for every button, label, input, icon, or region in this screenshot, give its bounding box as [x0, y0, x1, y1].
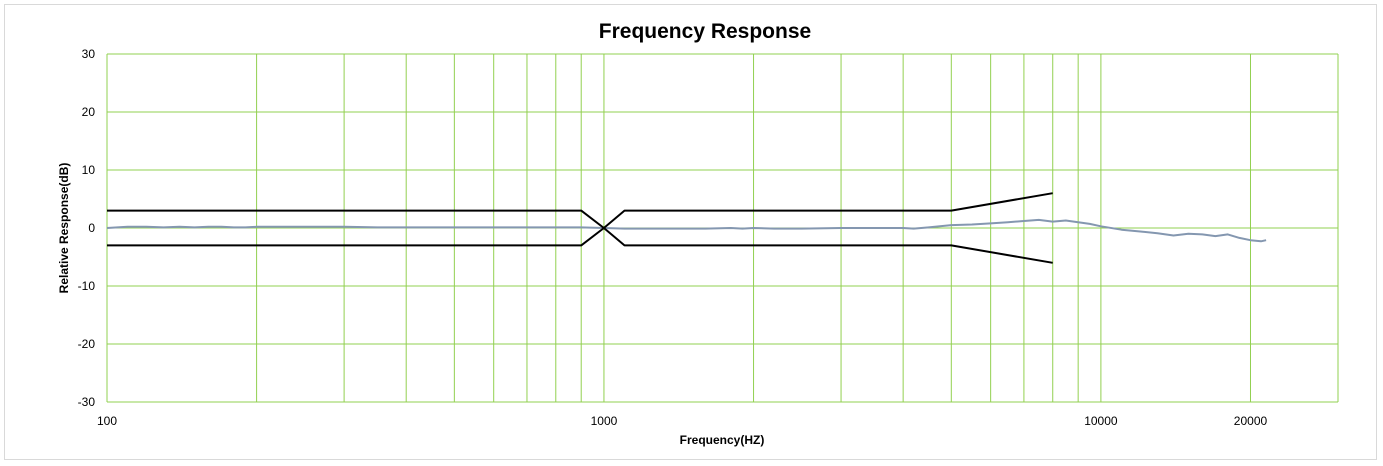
y-tick-label: 10 [82, 163, 96, 177]
y-tick-label: 0 [88, 221, 95, 235]
x-tick-label: 1000 [591, 414, 618, 428]
x-tick-labels: 100 1000 10000 20000 [97, 414, 1268, 428]
y-tick-label: -20 [78, 337, 96, 351]
y-tick-label: -10 [78, 279, 96, 293]
response-curve [106, 218, 1267, 243]
series-layer [106, 192, 1267, 264]
x-tick-label: 10000 [1084, 414, 1118, 428]
x-tick-label: 100 [97, 414, 117, 428]
y-tick-label: 30 [82, 47, 96, 61]
y-tick-label: -30 [78, 395, 96, 409]
x-tick-label: 20000 [1234, 414, 1268, 428]
chart-title: Frequency Response [599, 20, 811, 43]
y-axis-title: Relative Response(dB) [57, 163, 71, 294]
y-tick-labels: 30 20 10 0 -10 -20 -30 [78, 47, 96, 409]
y-tick-label: 20 [82, 105, 96, 119]
tolerance-limit-line [107, 227, 1053, 264]
tolerance-limit-line [107, 192, 1053, 229]
x-axis-title: Frequency(HZ) [680, 433, 765, 447]
